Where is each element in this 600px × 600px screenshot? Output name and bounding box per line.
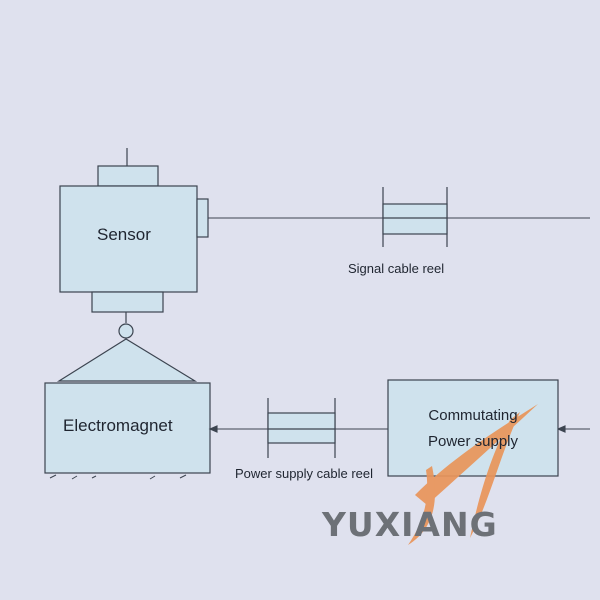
power-reel-drum: [267, 412, 336, 444]
signal-cable-reel: [382, 187, 448, 247]
sensor-label: Sensor: [97, 225, 151, 244]
commutating-label-line-1: Commutating: [428, 407, 518, 424]
power-arrowhead-electromagnet: [208, 425, 218, 433]
electromagnet-body: [44, 382, 211, 474]
logo-swoosh-stroke-2: [470, 412, 520, 538]
logo-wordmark: YUXIANG: [322, 505, 498, 544]
electromagnet-assembly: [44, 382, 211, 480]
suspension-ring: [118, 323, 134, 339]
electromagnet-base-texture: [49, 474, 187, 480]
sensor-side-connector: [196, 198, 209, 238]
signal-cable-reel-label: Signal cable reel: [348, 261, 445, 276]
power-supply-cable-reel-label: Power supply cable reel: [235, 466, 374, 481]
input-arrowhead: [556, 425, 566, 433]
commutating-label-line-2: Power supply: [427, 433, 519, 450]
electromagnet-label: Electromagnet: [63, 416, 173, 435]
commutating-power-supply-label: Commutating Power supply: [388, 403, 558, 455]
signal-reel-drum: [382, 203, 448, 235]
sensor-bottom-mount: [91, 291, 164, 313]
logo-swoosh-stroke-3: [408, 466, 435, 545]
logo-swoosh: [408, 404, 538, 545]
suspension-triangle: [56, 338, 198, 382]
sensor-assembly: [56, 148, 209, 382]
power-supply-cable-reel: [267, 398, 336, 458]
sensor-top-cap: [97, 165, 159, 187]
